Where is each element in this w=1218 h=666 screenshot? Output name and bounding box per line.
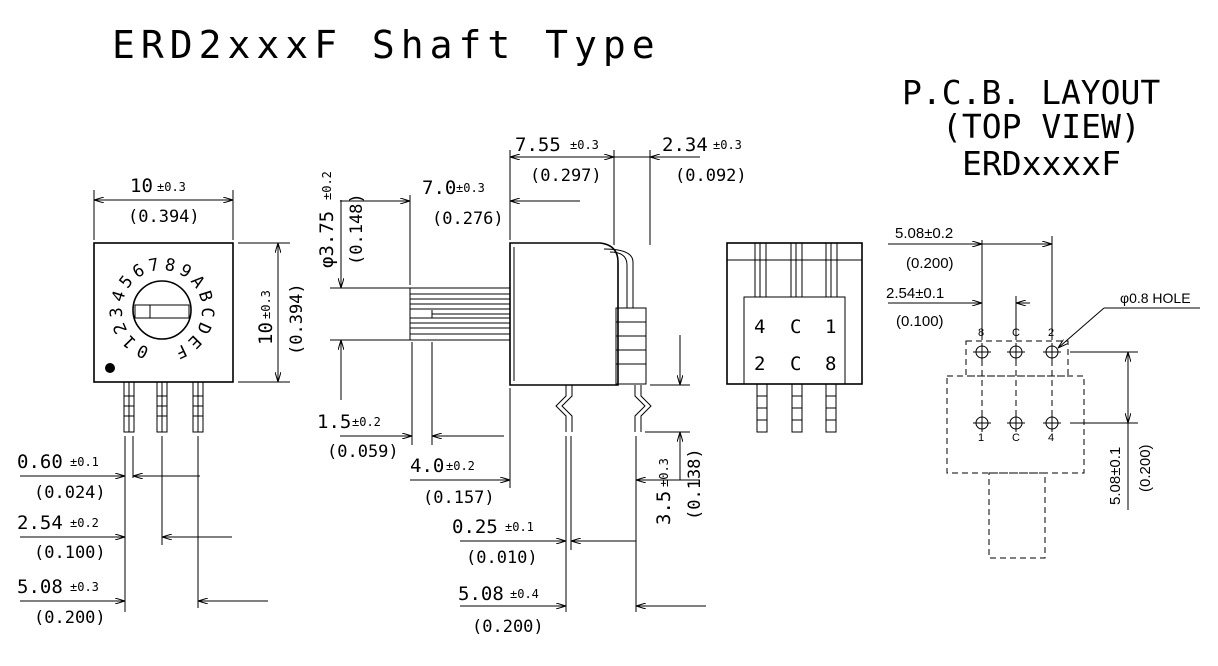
pin-span-inch: (0.200)	[34, 608, 106, 628]
pcb-hole-label: φ0.8 HOLE	[1120, 290, 1191, 306]
pcb-pitch-outer-in: (0.200)	[906, 255, 954, 272]
front-width-value: 10	[130, 175, 153, 197]
shaft-length-value: 7.0	[422, 177, 456, 199]
dim-b-tol: ±0.2	[446, 459, 475, 473]
dial-digit: 2	[110, 319, 132, 336]
lead-thk-inch: (0.010)	[466, 548, 538, 568]
side-top-b-inch: (0.092)	[675, 166, 747, 186]
index-dot	[105, 363, 115, 373]
side-top-a-tol: ±0.3	[570, 138, 599, 152]
front-height-tol: ±0.3	[259, 290, 273, 319]
pcb-pitch-inner-in: (0.100)	[896, 313, 944, 330]
pin-pitch-inch: (0.100)	[34, 543, 106, 563]
pcb-shaft-outline	[988, 472, 1046, 559]
dim-b-value: 4.0	[410, 455, 444, 477]
pcb-part: ERDxxxxF	[962, 144, 1121, 183]
drawing-title: ERD2xxxF Shaft Type	[112, 23, 661, 67]
lead-thk-value: 0.25	[452, 516, 498, 538]
pin-width-tol: ±0.1	[70, 455, 99, 469]
back-pin-c1: C	[790, 316, 801, 338]
flange-tol: ±0.2	[352, 415, 381, 429]
back-pin-2: 2	[754, 353, 765, 375]
pcb-pitch-inner: 2.54±0.1	[886, 285, 944, 302]
side-top-a-value: 7.55	[515, 134, 561, 156]
shaft-length-inch: (0.276)	[432, 209, 504, 229]
pin-width-value: 0.60	[17, 451, 63, 473]
rotor-slot	[134, 304, 190, 319]
pin-width-inch: (0.024)	[34, 483, 106, 503]
pcb-holes	[973, 343, 1061, 432]
side-top-b-tol: ±0.3	[713, 138, 742, 152]
pcb-row-dim-in: (0.200)	[1137, 444, 1154, 492]
dial-digit: F	[172, 340, 190, 362]
back-pin-c2: C	[790, 353, 801, 375]
pcb-body-outline	[946, 375, 1085, 474]
lead-span-tol: ±0.4	[510, 587, 539, 601]
back-pin-4: 4	[754, 316, 765, 338]
dial-digit: 7	[147, 255, 161, 277]
pin-span-value: 5.08	[17, 576, 63, 598]
dial-digit: 6	[129, 260, 148, 282]
shaft-dia-inch: (0.148)	[347, 193, 367, 265]
dial-digit: C	[197, 307, 218, 318]
side-top-a-inch: (0.297)	[530, 166, 602, 186]
pcb-pin-1: 1	[978, 432, 984, 444]
pcb-pin-2: 2	[1048, 327, 1054, 339]
flange-value: 1.5	[317, 411, 351, 433]
front-width-inch: (0.394)	[128, 207, 200, 227]
front-height-value: 10	[255, 322, 277, 345]
side-body	[509, 242, 619, 386]
pcb-pin-c-top: C	[1012, 327, 1020, 339]
pin-pitch-value: 2.54	[17, 512, 63, 534]
lead-len-tol: ±0.3	[657, 458, 671, 487]
front-pins	[123, 381, 204, 433]
front-width-tol: ±0.3	[157, 180, 186, 194]
lead-thk-tol: ±0.1	[505, 520, 534, 534]
dial-digit: 4	[108, 288, 130, 304]
rotor-dial	[132, 280, 192, 340]
pcb-row-dim: 5.08±0.1	[1107, 447, 1124, 505]
dial-digit: B	[194, 288, 216, 304]
shaft-dia-tol: ±0.2	[320, 171, 334, 200]
pcb-heading: P.C.B. LAYOUT	[902, 73, 1160, 112]
pcb-pin-8: 8	[978, 327, 984, 339]
lead-span-inch: (0.200)	[472, 617, 544, 637]
pcb-top-outline	[965, 340, 1069, 377]
lead-len-inch: (0.138)	[685, 448, 705, 520]
dial-digit: 3	[107, 307, 128, 318]
front-height-inch: (0.394)	[287, 283, 307, 355]
dial-digit: 8	[163, 255, 177, 277]
back-pin-1: 1	[825, 316, 836, 338]
pcb-pin-c-bottom: C	[1012, 432, 1020, 444]
side-top-b-value: 2.34	[662, 134, 708, 156]
terminal-block	[615, 307, 647, 385]
pcb-layout: P.C.B. LAYOUT (TOP VIEW) ERDxxxxF 5.08±0…	[886, 73, 1200, 559]
shaft-length-tol: ±0.3	[456, 181, 485, 195]
shaft-dia-value: φ3.75	[316, 211, 338, 268]
lead-len-value: 3.5	[653, 491, 675, 525]
pin-span-tol: ±0.3	[70, 580, 99, 594]
flange-inch: (0.059)	[327, 442, 399, 462]
pin-pitch-tol: ±0.2	[70, 516, 99, 530]
dim-b-inch: (0.157)	[423, 488, 495, 508]
pcb-pitch-outer: 5.08±0.2	[895, 225, 953, 242]
back-view: 4 C 1 2 C 8	[726, 242, 863, 433]
side-view: 7.55 ±0.3 (0.297) 2.34 ±0.3 (0.092) 7.0 …	[316, 134, 747, 637]
pcb-pin-4: 4	[1048, 432, 1054, 444]
back-pin-8: 8	[825, 353, 836, 375]
pcb-subheading: (TOP VIEW)	[942, 107, 1141, 146]
dial-digit: A	[186, 272, 208, 292]
shaft	[409, 287, 510, 341]
lead-span-value: 5.08	[458, 583, 504, 605]
